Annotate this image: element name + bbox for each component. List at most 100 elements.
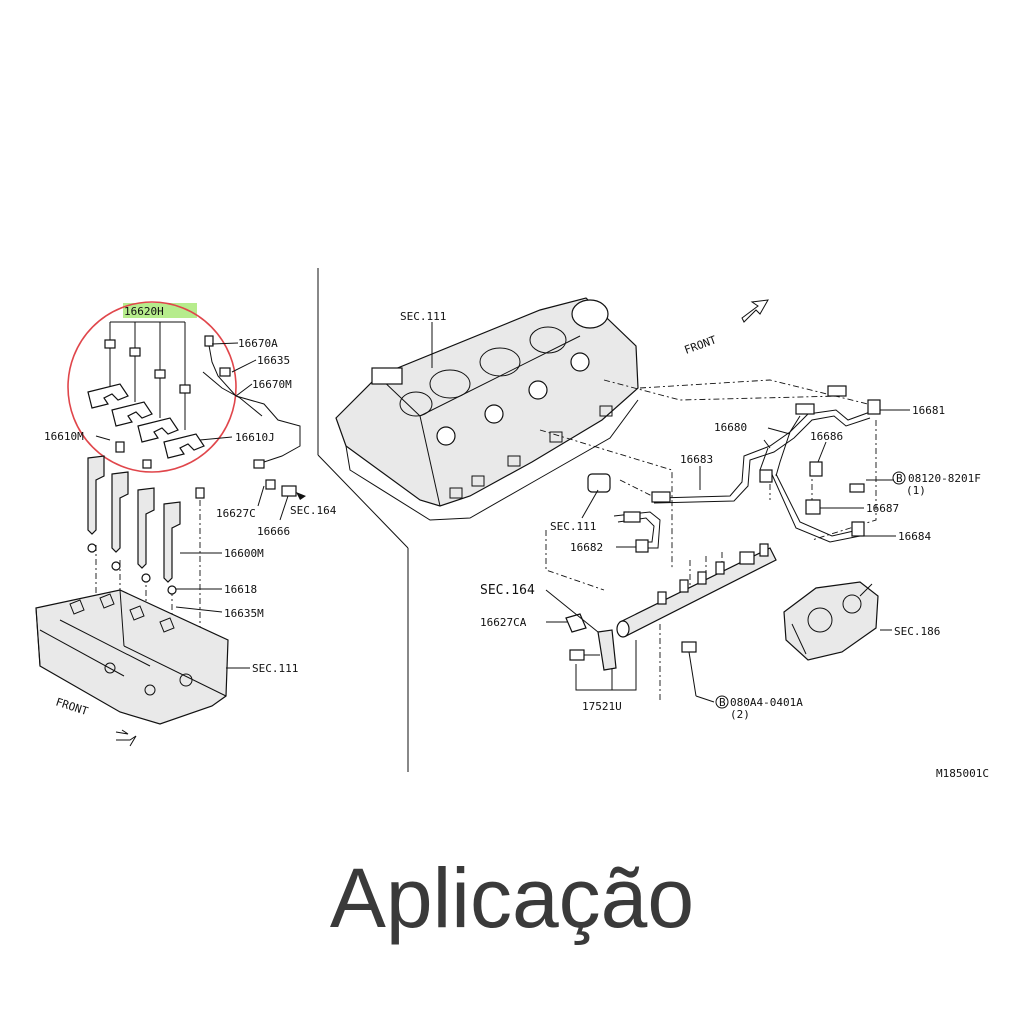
hose-part <box>281 485 297 497</box>
return-pipe <box>202 371 263 417</box>
connector-part <box>253 459 265 469</box>
connector-part <box>635 539 649 553</box>
label-16635: 16635 <box>257 354 290 367</box>
connector-part <box>204 335 214 347</box>
bolt-marker-icon <box>892 471 906 485</box>
label-16600m: 16600M <box>224 547 264 560</box>
clip-part <box>809 461 823 477</box>
leader-line <box>279 495 289 521</box>
label-16610j: 16610J <box>235 431 275 444</box>
label-16680: 16680 <box>714 421 747 434</box>
divider-line <box>317 454 409 549</box>
label-16635m: 16635M <box>224 607 264 620</box>
leader-line <box>231 359 257 373</box>
highlight-circle <box>67 301 237 473</box>
fuel-pipe <box>775 415 801 477</box>
label-front-left: FRONT <box>54 695 90 718</box>
connector-part <box>795 403 815 415</box>
label-16670a: 16670A <box>238 337 278 350</box>
seal-part <box>115 441 125 453</box>
return-pipe <box>207 339 301 465</box>
leader-line <box>175 606 223 613</box>
label-sec111-mid: SEC.111 <box>550 520 596 533</box>
leader-line <box>817 441 827 463</box>
label-16683: 16683 <box>680 453 713 466</box>
injection-pump <box>783 581 879 661</box>
clip-part <box>565 613 587 633</box>
pressure-sensor <box>597 629 617 671</box>
front-arrow-icon <box>115 729 137 747</box>
seal-part <box>265 479 276 490</box>
fuel-pipe <box>775 473 859 537</box>
diagram-code: M185001C <box>936 767 989 780</box>
label-16666: 16666 <box>257 525 290 538</box>
label-16620h: 16620H <box>124 305 164 318</box>
injector-set <box>87 455 181 583</box>
leader-line <box>581 489 599 519</box>
label-16687: 16687 <box>866 502 899 515</box>
bolt-shank <box>584 651 697 697</box>
label-sec164-right: SEC.164 <box>480 583 535 598</box>
leader-line <box>109 321 186 385</box>
hose-part <box>759 439 771 471</box>
leader-line <box>767 427 791 435</box>
connector-part <box>851 521 865 537</box>
connector-part <box>759 469 773 483</box>
cam-stub <box>371 367 403 385</box>
left-assembly <box>35 301 306 747</box>
label-080a4-0401a: 080A4-0401A <box>730 696 803 709</box>
leader-line <box>257 485 265 507</box>
leader-line <box>235 383 253 397</box>
label-sec186: SEC.186 <box>894 625 940 638</box>
fuel-pipe <box>657 409 871 499</box>
oil-cap <box>571 299 609 329</box>
bolt-part <box>569 649 585 661</box>
leader-line <box>545 589 599 633</box>
label-16618: 16618 <box>224 583 257 596</box>
bolt-marker-icon <box>715 695 729 709</box>
leader-line <box>575 640 637 691</box>
bolt-part <box>849 483 865 493</box>
bolt-part <box>681 641 697 653</box>
label-08120-qty: (1) <box>906 484 926 497</box>
washer-part <box>87 543 97 553</box>
label-16670m: 16670M <box>252 378 292 391</box>
clamp-set <box>87 383 205 459</box>
label-17521u: 17521U <box>582 700 622 713</box>
label-16627c: 16627C <box>216 507 256 520</box>
label-sec111-left: SEC.111 <box>252 662 298 675</box>
leader-line <box>199 436 233 441</box>
leader-line <box>95 435 111 441</box>
label-16681: 16681 <box>912 404 945 417</box>
washer-part <box>141 573 151 583</box>
leader-line <box>695 695 715 703</box>
cylinder-head <box>35 589 229 725</box>
connector-part <box>219 367 231 377</box>
label-16682: 16682 <box>570 541 603 554</box>
bolt-marker-label: B <box>896 472 903 485</box>
arrow-icon <box>296 492 306 500</box>
connector-part <box>651 491 671 503</box>
connector-part <box>623 511 641 523</box>
bolt-set <box>104 339 191 430</box>
leader-line <box>211 342 239 345</box>
page-caption: Aplicação <box>329 851 695 945</box>
bracket-part <box>805 499 821 515</box>
label-front-right: FRONT <box>683 333 719 357</box>
label-16610m: 16610M <box>44 430 84 443</box>
fuel-pipe <box>769 469 861 543</box>
sleeve-part <box>587 473 611 493</box>
washer-part <box>167 585 177 595</box>
front-arrow-icon <box>741 299 769 323</box>
washer-part <box>111 561 121 571</box>
seal-part <box>195 487 205 499</box>
label-16627ca: 16627CA <box>480 616 527 629</box>
fuel-pipe <box>653 415 871 504</box>
label-sec164-left: SEC.164 <box>290 504 337 517</box>
injector-ports <box>436 352 590 446</box>
connector-part <box>827 385 847 397</box>
label-sec111-top: SEC.111 <box>400 310 446 323</box>
label-16686: 16686 <box>810 430 843 443</box>
right-assembly <box>335 297 910 709</box>
